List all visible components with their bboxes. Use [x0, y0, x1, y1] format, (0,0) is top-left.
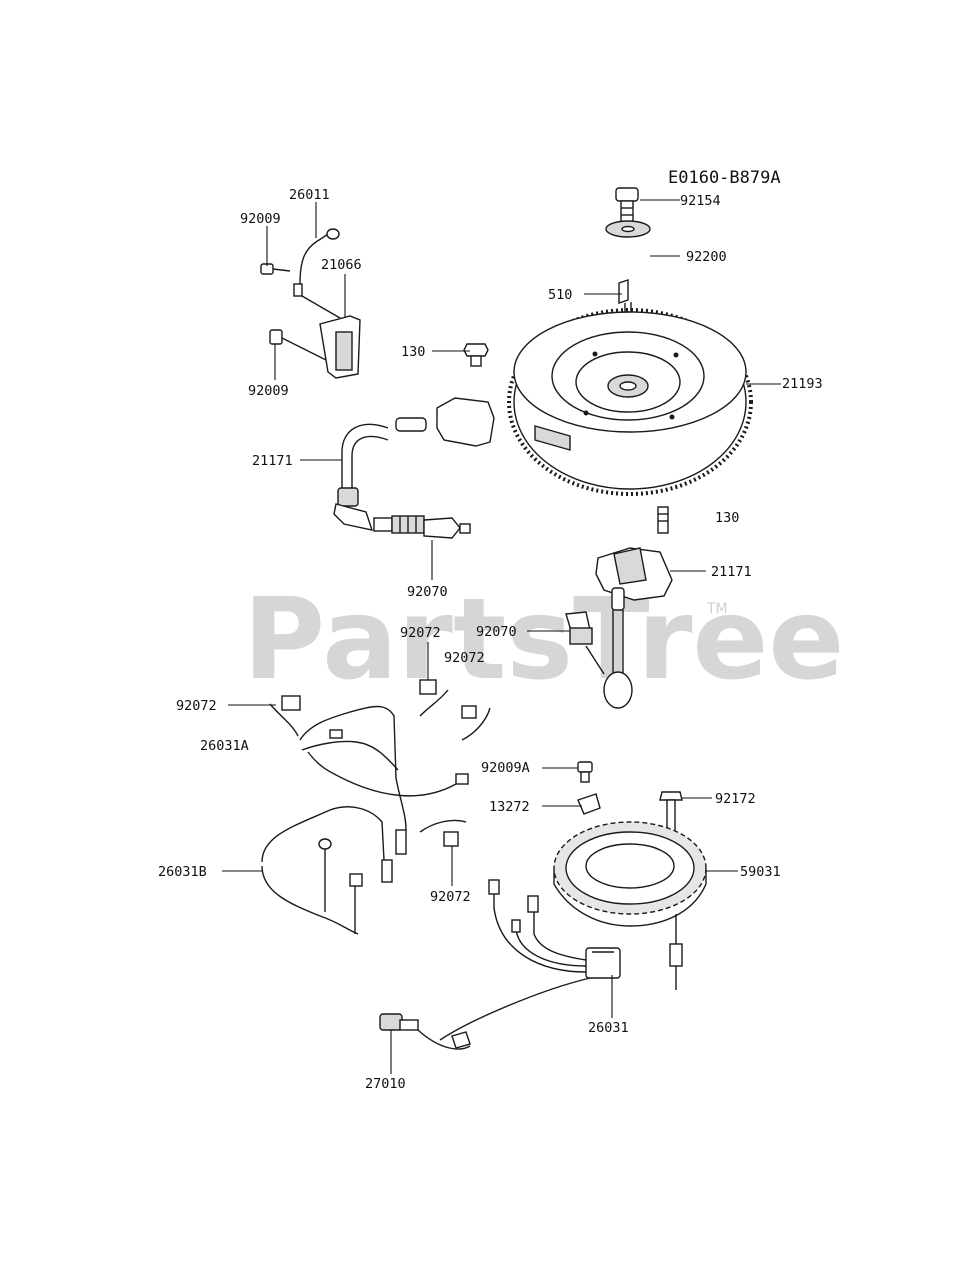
callout-13272: 13272: [489, 799, 530, 815]
callout-92009-bottom: 92009: [248, 383, 289, 399]
ignition-coil-21171-lower: [595, 547, 673, 709]
bolt-130-coil: [657, 506, 669, 534]
flywheel-21193: [507, 308, 753, 496]
harness-26031: [439, 879, 621, 1041]
spark-plug-92070-left: [373, 515, 471, 539]
screw-92009-top: [260, 263, 291, 275]
diagram-code: E0160-B879A: [668, 168, 781, 188]
callout-92072-left: 92072: [176, 698, 217, 714]
washer-92200: [605, 220, 651, 238]
callout-92172: 92172: [715, 791, 756, 807]
callout-26031: 26031: [588, 1020, 629, 1036]
callout-21171-left: 21171: [252, 453, 293, 469]
bolt-130: [463, 343, 489, 367]
leader-lines: [222, 199, 781, 1074]
callout-92009A: 92009A: [481, 760, 530, 776]
terminal-cap-92072-lower: [419, 819, 467, 847]
stator-59031: [553, 821, 707, 990]
screw-92172: [659, 791, 683, 837]
screw-92009A: [577, 761, 593, 783]
callout-26011: 26011: [289, 187, 330, 203]
callout-92070-right: 92070: [476, 624, 517, 640]
callout-21066: 21066: [321, 257, 362, 273]
terminal-cap-92072-left: [269, 695, 301, 737]
oil-pressure-switch-27010: [379, 1013, 471, 1050]
terminal-cap-92072-center: [419, 679, 491, 741]
callout-21171-right: 21171: [711, 564, 752, 580]
watermark-trademark: TM: [706, 601, 728, 617]
callout-130-bolt: 130: [401, 344, 425, 360]
callout-26031B: 26031B: [158, 864, 207, 880]
callout-92154: 92154: [680, 193, 721, 209]
harness-26031A: [299, 705, 469, 855]
callout-27010: 27010: [365, 1076, 406, 1092]
callout-130-coil: 130: [715, 510, 739, 526]
callout-92072-center-a: 92072: [400, 625, 441, 641]
harness-26031B: [261, 806, 393, 935]
callout-labels: 92154 92200 510 21193 130 130 21171 2117…: [158, 187, 823, 1092]
callout-92072-lower: 92072: [430, 889, 471, 905]
callout-92009-top: 92009: [240, 211, 281, 227]
callout-92072-center-b: 92072: [444, 650, 485, 666]
callout-510: 510: [548, 287, 572, 303]
watermark-text: PartsTree: [243, 575, 844, 705]
callout-21193: 21193: [782, 376, 823, 392]
callout-92200: 92200: [686, 249, 727, 265]
spark-plug-92070-right: [565, 611, 605, 675]
callout-59031: 59031: [740, 864, 781, 880]
callout-26031A: 26031A: [200, 738, 249, 754]
screw-92009-bottom: [269, 329, 327, 361]
ignition-coil-21171-upper: [333, 397, 495, 531]
callout-92070-left: 92070: [407, 584, 448, 600]
bracket-13272: [577, 793, 601, 815]
regulator-21066: [301, 295, 361, 379]
ground-wire-26011: [293, 228, 340, 297]
